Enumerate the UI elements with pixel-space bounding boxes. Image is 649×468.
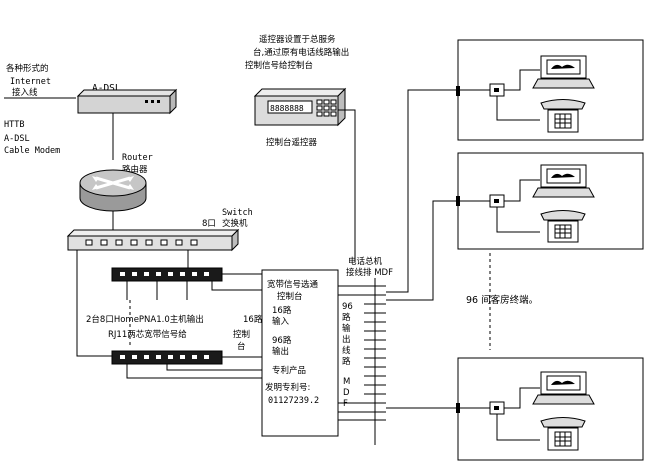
hub2-drop-2 [166, 364, 262, 371]
mdf-terminal-ticks [338, 285, 386, 421]
adsl-label: A-DSL [4, 134, 30, 144]
console-out-1: 96路 [272, 335, 292, 346]
remote-desc-1: 遥控器设置于总服务 [259, 34, 336, 45]
svg-text:路: 路 [342, 356, 351, 367]
hub-note-3: 16路 [243, 314, 263, 325]
adsl-modem-title: A-DSL [92, 83, 121, 94]
hub2-drop-1 [126, 364, 262, 379]
internet-label-2: Internet [10, 77, 51, 87]
guest-room-1 [456, 39, 644, 141]
console-title-2: 控制台 [277, 291, 303, 302]
internet-label-1: 各种形式的 [6, 63, 49, 74]
remote-desc-3: 控制信号给控制台 [245, 60, 313, 71]
router-label-en: Router [122, 153, 153, 163]
svg-text:出: 出 [342, 334, 351, 345]
svg-text:输: 输 [342, 323, 351, 334]
hub1-drop-4 [211, 281, 262, 291]
svg-text:M: M [343, 377, 350, 387]
console-in-2: 输入 [272, 316, 290, 327]
console-patent-no: 01127239.2 [268, 396, 319, 406]
router-label-cn: 路由器 [122, 164, 148, 175]
svg-text:路: 路 [342, 312, 351, 323]
cable-modem-label: Cable Modem [4, 146, 60, 156]
svg-text:F: F [343, 399, 348, 409]
mdf-room1-line [386, 89, 458, 293]
adsl-modem-device [76, 88, 178, 115]
switch-label-cn: 交换机 [222, 218, 248, 229]
homepna-hub-2 [111, 350, 223, 365]
remote-label: 控制台遥控器 [266, 137, 318, 148]
mdf-vertical-label: 96 路 输 出 线 路 M D F [342, 302, 353, 409]
hub-note-2: RJ11两芯宽带信号给 [108, 329, 187, 340]
hub-note-4: 控制 [233, 329, 250, 340]
switch-label-en: Switch [222, 208, 253, 218]
mdf-room2-line [386, 200, 458, 301]
remote-controller-device [253, 87, 347, 127]
mdf-label-1: 电话总机 [348, 256, 383, 267]
remote-to-mdf-link [338, 109, 356, 262]
switch-label-port: 8口 [202, 219, 216, 229]
broadband-console [261, 269, 339, 437]
switch-hub2-link [76, 250, 112, 357]
guest-room-2 [456, 152, 644, 250]
console-patent: 专利产品 [272, 365, 306, 376]
console-in-1: 16路 [272, 305, 292, 316]
hub-note-1: 2台8口HomePNA1.0主机输出 [86, 314, 204, 325]
console-title-1: 宽带信号选通 [267, 279, 319, 290]
remote-desc-2: 台,通过原有电话线路输出 [253, 47, 349, 58]
hub-note-5: 台 [237, 341, 246, 352]
console-patent-no-label: 发明专利号: [265, 382, 310, 393]
internet-label-3: 接入线 [12, 87, 38, 98]
svg-text:线: 线 [342, 345, 351, 356]
console-out-2: 输出 [272, 346, 289, 357]
remote-display: 8888888 [270, 104, 304, 113]
router-icon [79, 169, 147, 212]
svg-text:96: 96 [342, 302, 353, 312]
switch-device [66, 228, 240, 252]
guest-room-3 [456, 357, 644, 461]
homepna-hub-1 [111, 267, 223, 282]
svg-text:D: D [343, 388, 350, 398]
rooms-label: 96 间客房终端。 [466, 294, 538, 306]
mdf-label-2: 接线排 MDF [346, 267, 393, 278]
httb-label: HTTB [4, 120, 24, 130]
